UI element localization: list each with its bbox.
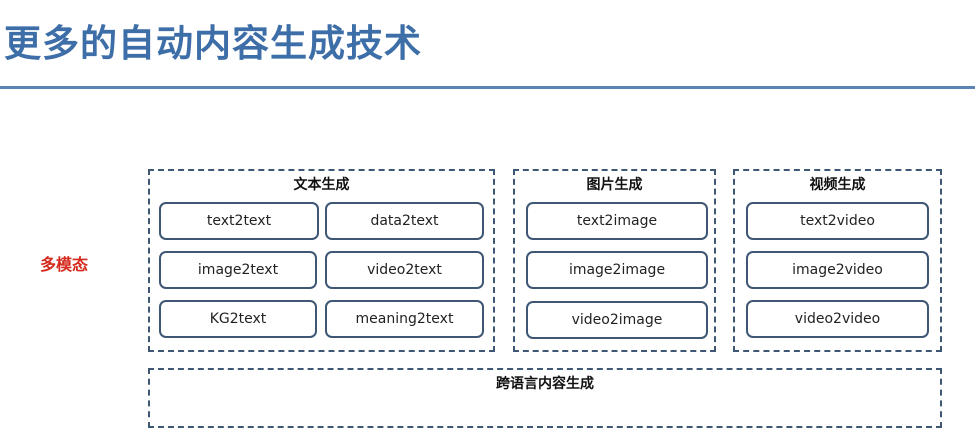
image-generation-group: 图片生成 text2image image2image video2image [513,169,716,352]
slide-title: 更多的自动内容生成技术 [4,22,422,65]
method-box-data2text: data2text [325,202,484,240]
method-box-text2video: text2video [746,202,929,240]
method-box-text2image: text2image [526,202,708,240]
method-box-kg2text: KG2text [159,300,317,338]
text-generation-title: 文本生成 [293,177,350,193]
cross-lingual-generation-group: 跨语言内容生成 [148,368,942,428]
method-box-image2video: image2video [746,251,929,289]
method-box-video2video: video2video [746,300,929,338]
method-box-video2image: video2image [526,301,708,339]
cross-lingual-generation-title: 跨语言内容生成 [496,376,594,392]
video-generation-group: 视频生成 text2video image2video video2video [733,169,942,352]
text-generation-group: 文本生成 text2text data2text image2text vide… [148,169,495,352]
method-box-video2text: video2text [325,251,484,289]
title-divider [0,86,975,89]
method-box-image2text: image2text [159,251,317,289]
video-generation-title: 视频生成 [809,177,866,193]
image-generation-title: 图片生成 [586,177,643,193]
method-box-image2image: image2image [526,251,708,289]
method-box-text2text: text2text [159,202,319,240]
multimodal-label: 多模态 [40,255,89,274]
method-box-meaning2text: meaning2text [325,300,484,338]
